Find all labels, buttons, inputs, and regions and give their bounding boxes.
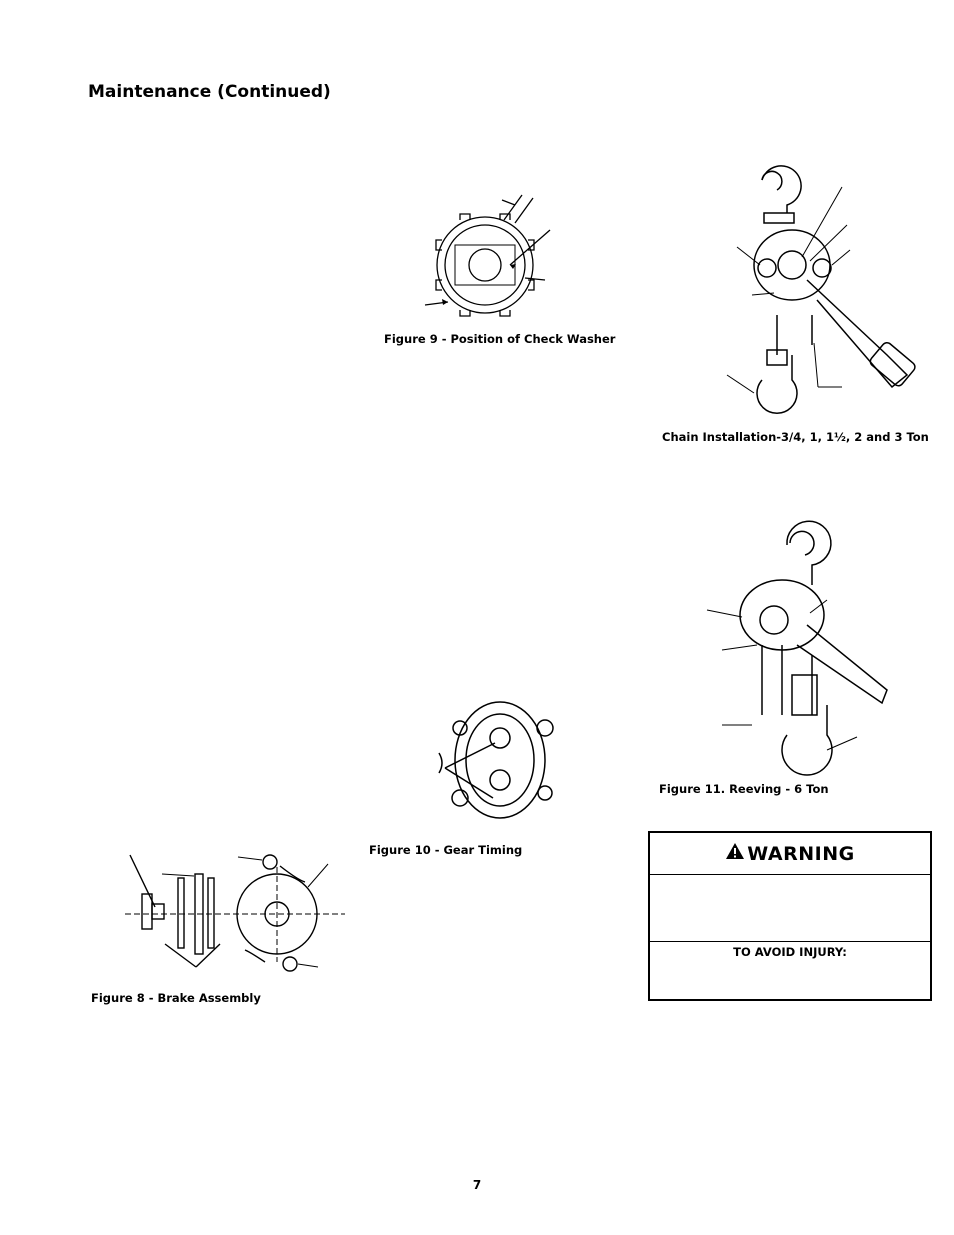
page-number: 7 (472, 1178, 482, 1192)
warning-body (650, 875, 930, 942)
figure-9-check-washer (420, 190, 560, 320)
figure-11-caption: Figure 11. Reeving - 6 Ton (659, 782, 829, 796)
warning-avoid-label: TO AVOID INJURY: (733, 945, 847, 959)
figure-8-brake-assembly (120, 852, 350, 977)
chain-installation-caption: Chain Installation-3/4, 1, 1½, 2 and 3 T… (662, 430, 929, 444)
figure-10-gear-timing (435, 698, 560, 823)
warning-header: WARNING (650, 833, 930, 875)
warning-heading: WARNING (747, 842, 855, 865)
figure-10-caption: Figure 10 - Gear Timing (369, 843, 523, 857)
figure-chain-installation (722, 165, 922, 420)
warning-box: WARNING TO AVOID INJURY: (648, 831, 932, 1001)
page-title: Maintenance (Continued) (88, 82, 331, 102)
warning-triangle-icon (725, 842, 745, 865)
figure-11-reeving (702, 505, 902, 790)
figure-8-caption: Figure 8 - Brake Assembly (91, 991, 261, 1005)
figure-9-caption: Figure 9 - Position of Check Washer (384, 332, 616, 346)
